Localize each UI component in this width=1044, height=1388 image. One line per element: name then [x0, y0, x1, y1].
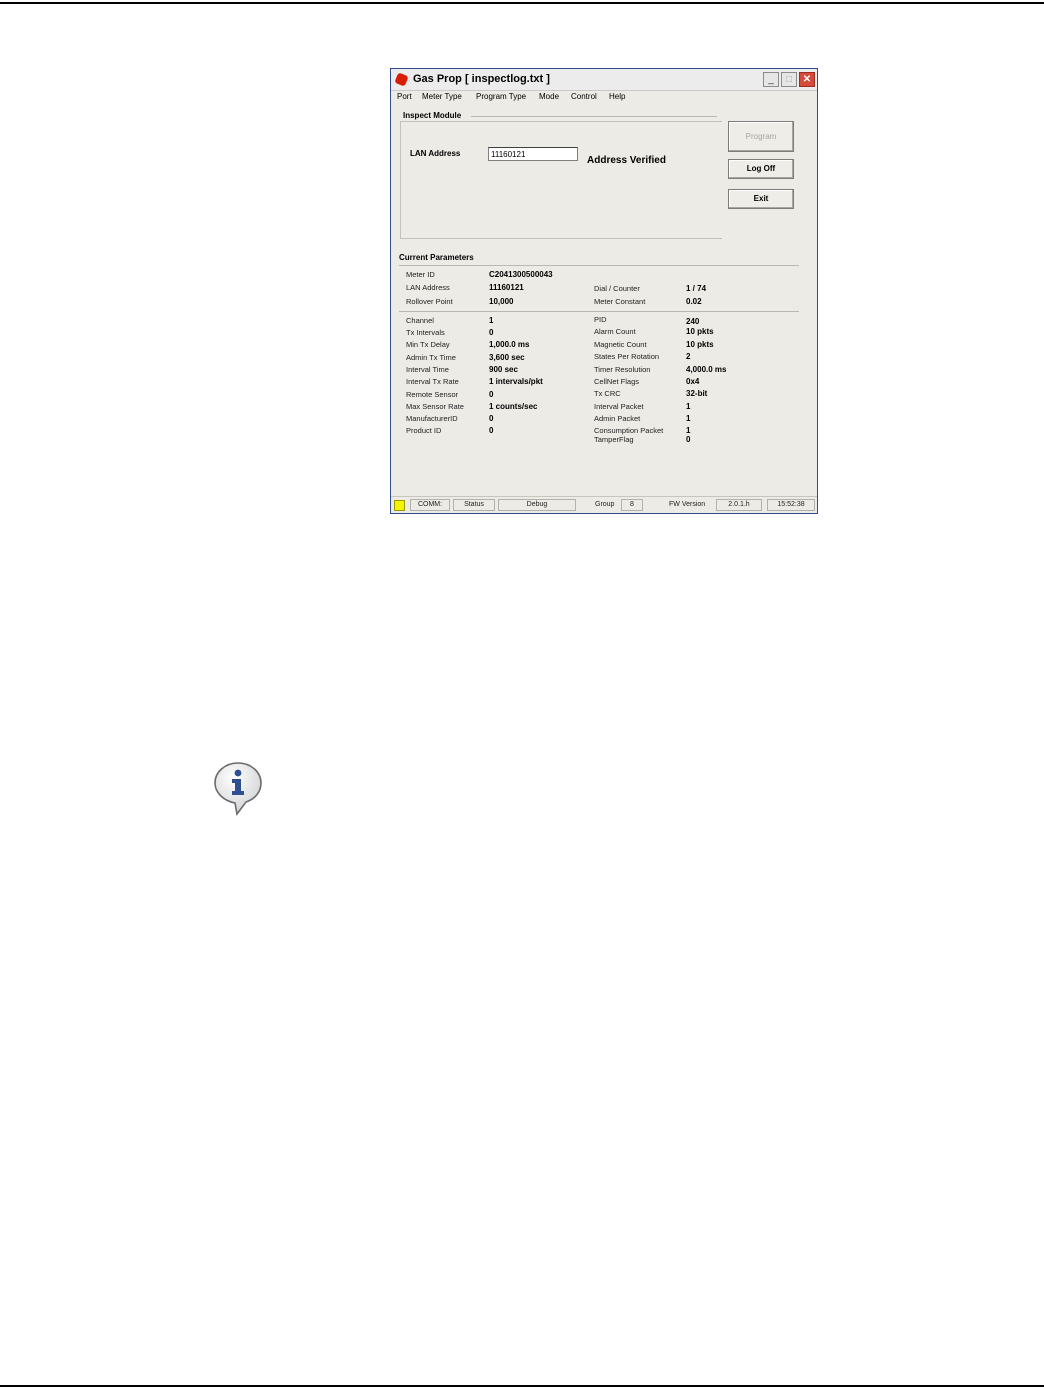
param-value: 4,000.0 ms — [686, 365, 727, 374]
param-name: Magnetic Count — [594, 340, 647, 349]
param-name: Dial / Counter — [594, 284, 640, 293]
param-value: 1 — [489, 316, 494, 325]
title-bar[interactable]: Gas Prop [ inspectlog.txt ] _ □ ✕ — [391, 69, 817, 91]
param-name: Min Tx Delay — [406, 340, 450, 349]
param-name: Product ID — [406, 426, 442, 435]
param-value: 240 — [686, 317, 700, 326]
maximize-button[interactable]: □ — [781, 72, 797, 87]
param-value: 2 — [686, 352, 691, 361]
param-name: Consumption Packet — [594, 426, 664, 435]
param-value: 1 — [686, 426, 691, 435]
clock-field: 15:52:38 — [767, 499, 815, 511]
param-name: States Per Rotation — [594, 352, 660, 361]
param-name: LAN Address — [406, 283, 450, 292]
status-bar: COMM: Status Debug Group 8 FW Version 2.… — [391, 496, 817, 513]
param-value: 32-bit — [686, 389, 708, 398]
param-name: Rollover Point — [406, 297, 453, 306]
menu-mode[interactable]: Mode — [539, 92, 560, 101]
param-name: TamperFlag — [594, 435, 634, 444]
fw-version-value: 2.0.1.h — [716, 499, 762, 511]
param-value: 1 — [686, 402, 691, 411]
address-status-text: Address Verified — [587, 155, 666, 166]
top-rule — [0, 2, 1044, 4]
param-name: Meter Constant — [594, 297, 646, 306]
lan-address-label: LAN Address — [410, 149, 461, 158]
param-name: Interval Time — [406, 365, 449, 374]
param-value: 900 sec — [489, 365, 518, 374]
param-value: 3,600 sec — [489, 353, 525, 362]
param-name: Channel — [406, 316, 434, 325]
debug-field: Debug — [498, 499, 576, 511]
menu-bar: Port Meter Type Program Type Mode Contro… — [391, 91, 817, 105]
param-value: 1 — [686, 414, 691, 423]
param-name: ManufacturerID — [406, 414, 458, 423]
param-value: 0 — [489, 426, 494, 435]
window-title: Gas Prop [ inspectlog.txt ] — [413, 73, 550, 85]
param-value: 0x4 — [686, 377, 700, 386]
param-name: Interval Tx Rate — [406, 377, 459, 386]
menu-control[interactable]: Control — [571, 92, 597, 101]
menu-port[interactable]: Port — [397, 92, 412, 101]
params-divider-top — [399, 265, 799, 266]
param-value: 10,000 — [489, 297, 514, 306]
param-value: 0 — [489, 328, 494, 337]
bottom-rule — [0, 1385, 1044, 1387]
app-window: Gas Prop [ inspectlog.txt ] _ □ ✕ Port M… — [390, 68, 818, 514]
lan-address-input[interactable] — [488, 147, 578, 161]
fw-version-label: FW Version — [669, 501, 706, 508]
menu-meter-type[interactable]: Meter Type — [422, 92, 462, 101]
inspect-module-panel — [400, 121, 722, 239]
program-button[interactable]: Program — [728, 121, 794, 152]
param-value: 1 intervals/pkt — [489, 377, 543, 386]
group-value: 8 — [621, 499, 643, 511]
param-value: 0.02 — [686, 297, 702, 306]
app-icon — [394, 72, 409, 87]
param-name: Admin Tx Time — [406, 353, 456, 362]
comm-field: COMM: — [410, 499, 450, 511]
comm-status-led — [394, 500, 405, 511]
param-name: Alarm Count — [594, 327, 636, 336]
param-name: PID — [594, 315, 607, 324]
info-speech-bubble-icon — [214, 762, 262, 816]
group-label: Group — [595, 501, 615, 508]
param-value: 0 — [489, 414, 494, 423]
params-divider-middle — [399, 311, 799, 312]
param-value: 10 pkts — [686, 340, 714, 349]
status-field: Status — [453, 499, 495, 511]
param-value: 1,000.0 ms — [489, 340, 530, 349]
param-name: Timer Resolution — [594, 365, 651, 374]
menu-help[interactable]: Help — [609, 92, 626, 101]
menu-program-type[interactable]: Program Type — [476, 92, 527, 101]
param-value: 0 — [489, 390, 494, 399]
close-button[interactable]: ✕ — [799, 72, 815, 87]
param-name: Max Sensor Rate — [406, 402, 464, 411]
param-name: CellNet Flags — [594, 377, 640, 386]
param-name: Tx CRC — [594, 389, 621, 398]
current-parameters-heading: Current Parameters — [399, 253, 474, 262]
param-value: 11160121 — [489, 283, 524, 292]
param-name: Admin Packet — [594, 414, 641, 423]
log-off-button[interactable]: Log Off — [728, 159, 794, 179]
inspect-module-heading: Inspect Module — [403, 111, 462, 120]
param-name: Tx Intervals — [406, 328, 445, 337]
param-name: Interval Packet — [594, 402, 644, 411]
inspect-group-line — [471, 116, 717, 117]
minimize-button[interactable]: _ — [763, 72, 779, 87]
param-name: Meter ID — [406, 270, 435, 279]
param-value: 1 counts/sec — [489, 402, 538, 411]
exit-button[interactable]: Exit — [728, 189, 794, 209]
param-value: C2041300500043 — [489, 270, 553, 279]
param-value: 1 / 74 — [686, 284, 707, 293]
param-value: 0 — [686, 435, 691, 444]
param-value: 10 pkts — [686, 327, 714, 336]
param-name: Remote Sensor — [406, 390, 459, 399]
